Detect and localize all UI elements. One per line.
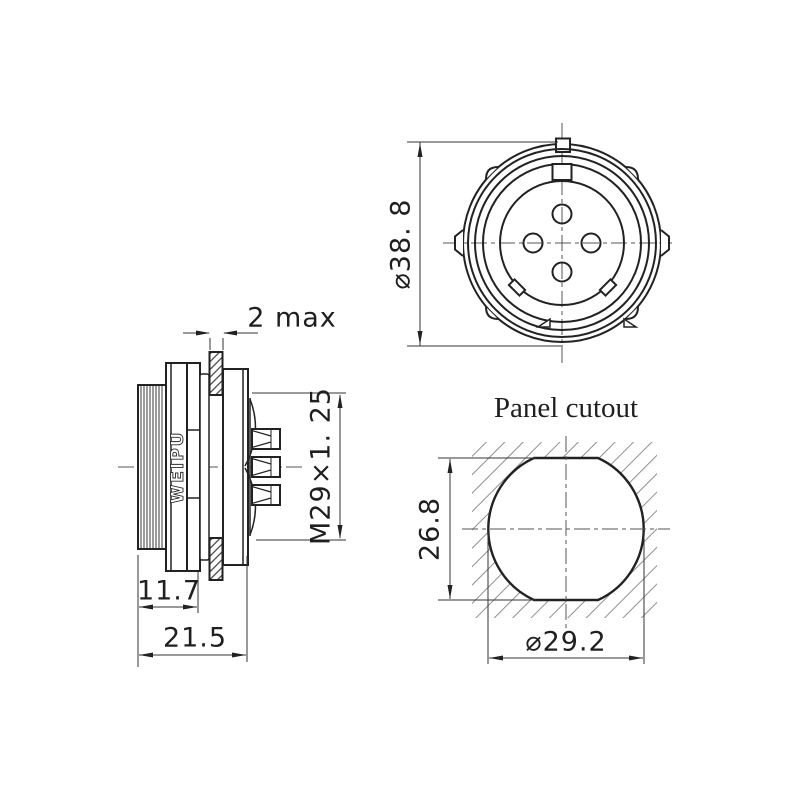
panel-thickness-label: 2 max: [247, 303, 337, 334]
arrowhead-up: [337, 394, 343, 408]
outer-diameter-label: ⌀38. 8: [386, 199, 417, 290]
top-left-lobe: [485, 166, 499, 180]
contact-hole-left: [522, 232, 544, 254]
bottom-right-lobe: [625, 306, 639, 320]
arrowhead-left: [223, 330, 237, 336]
solder-contact-top: [251, 428, 281, 450]
rear-shell: [222, 368, 249, 566]
panel-section-bottom: [208, 537, 224, 581]
arrowhead-left: [139, 652, 153, 658]
panel-section-top: [208, 351, 224, 396]
thread-section: [137, 384, 167, 550]
solder-contact-bottom: [251, 484, 281, 506]
solder-contact-middle: [251, 456, 281, 478]
dimension-thread: [252, 392, 346, 541]
gasket: [199, 373, 210, 561]
arrowhead-right: [232, 652, 246, 658]
dimension-flat-to-flat: [438, 457, 536, 601]
panel-cutout-view: Panel cutout 26.8 ⌀29.2: [415, 392, 670, 664]
arrowhead-right: [183, 604, 197, 610]
cutout-title: Panel cutout: [494, 392, 638, 424]
front-length-label: 11.7: [137, 576, 201, 607]
arrowhead-down: [337, 525, 343, 539]
thread-lines: [140, 386, 163, 548]
arrowhead-up: [417, 143, 423, 157]
arrowhead-right: [196, 330, 210, 336]
bayonet-mark-left: [535, 317, 551, 328]
insulator-notch-right: [598, 277, 618, 298]
coupling-ring-outer: [467, 148, 657, 338]
dimension-front-length: [137, 555, 199, 667]
dimension-outer-diameter: [407, 141, 563, 347]
dimension-total-length: [139, 556, 248, 662]
bottom-left-lobe: [485, 306, 499, 320]
total-length-label: 21.5: [163, 623, 227, 654]
arrowhead-right: [629, 655, 643, 661]
front-view: ⌀38. 8: [386, 123, 672, 363]
contact-hole-top: [551, 203, 573, 225]
brand-label: WEIPU: [168, 431, 188, 504]
thread-label: M29×1. 25: [306, 387, 337, 545]
coupling-ring-inner: [474, 155, 650, 331]
arrowhead-down: [447, 585, 453, 599]
cutout-diameter-label: ⌀29.2: [525, 627, 606, 658]
arrowhead-left: [489, 655, 503, 661]
arrowhead-down: [417, 331, 423, 345]
arrowhead-up: [447, 459, 453, 473]
flat-to-flat-label: 26.8: [415, 497, 446, 561]
dimension-cutout-diameter: [487, 532, 645, 664]
insulator-face: [499, 180, 625, 306]
keyway-tab: [551, 163, 573, 181]
bayonet-mark-right: [623, 317, 639, 328]
top-right-lobe: [625, 166, 639, 180]
insulator-notch-left: [507, 277, 527, 298]
dimension-panel-thickness: [183, 330, 258, 350]
contact-hole-right: [580, 232, 602, 254]
right-ear-lobe: [660, 229, 670, 257]
contact-hole-bottom: [551, 261, 573, 283]
arrowhead-left: [139, 604, 153, 610]
left-ear-lobe: [454, 229, 464, 257]
side-view: WEIPU 2 max M29×1. 25 11.7: [118, 303, 346, 667]
